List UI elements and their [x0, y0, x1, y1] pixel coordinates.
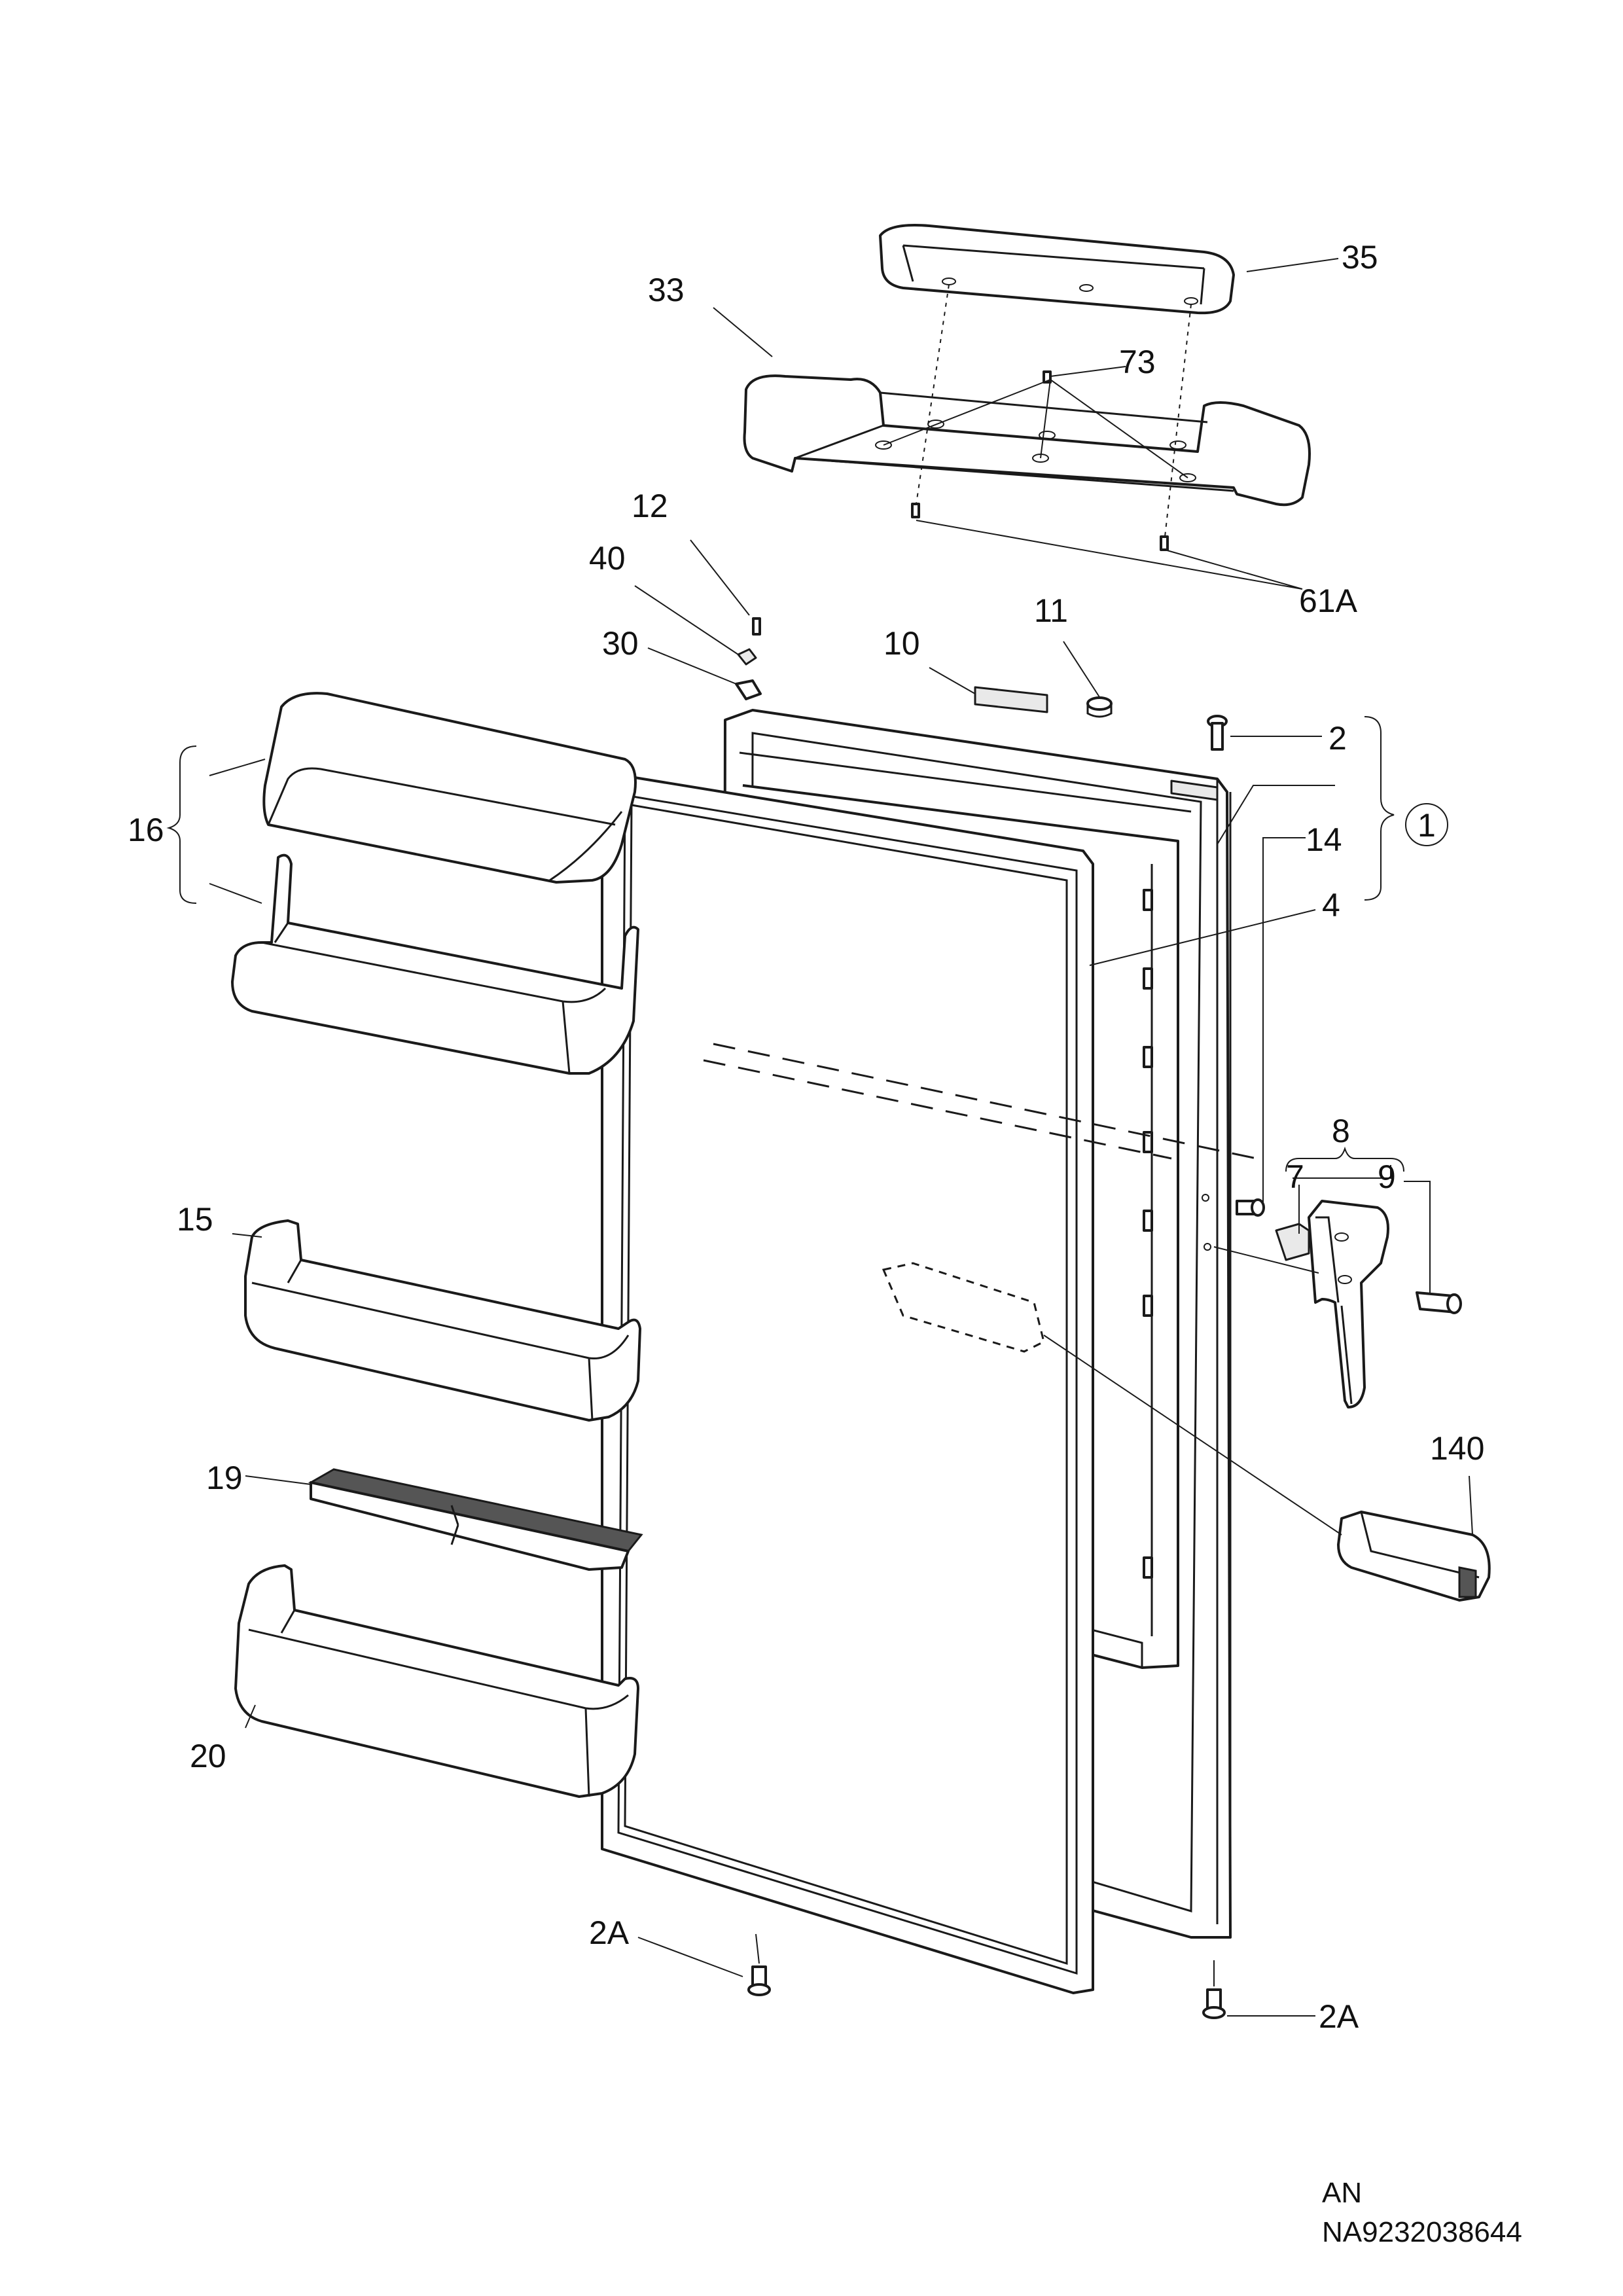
leader-lines [166, 258, 1473, 2017]
footer-line-1: AN [1322, 2177, 1362, 2209]
bracket-40 [737, 648, 757, 666]
screw-61a [911, 503, 1169, 551]
label-35: 35 [1342, 239, 1378, 276]
drawing-reference: AN NA9232038644 [1322, 2177, 1522, 2248]
label-11: 11 [1034, 592, 1068, 629]
dairy-compartment-16 [231, 692, 639, 1075]
bottle-rack-19 [308, 1468, 643, 1571]
label-12: 12 [632, 488, 668, 524]
screw-9 [1416, 1291, 1462, 1314]
door-gasket-4 [601, 776, 1094, 1994]
label-2: 2 [1329, 720, 1347, 757]
door-bin-15 [244, 1219, 641, 1422]
label-8: 8 [1332, 1113, 1350, 1149]
label-19: 19 [206, 1460, 243, 1496]
label-9: 9 [1378, 1158, 1396, 1195]
hinge-pin-2 [1207, 715, 1228, 751]
handle-cover-140 [1337, 1511, 1491, 1602]
top-cover-33 [743, 374, 1311, 507]
clip-7 [1275, 1223, 1310, 1261]
part-labels: 35 33 73 12 40 61A 30 10 11 2 16 1 14 4 … [128, 239, 1484, 2035]
label-30: 30 [602, 625, 639, 662]
plug-11 [1086, 696, 1113, 718]
label-16: 16 [128, 812, 164, 848]
label-20: 20 [190, 1738, 226, 1774]
label-1: 1 [1418, 807, 1436, 844]
label-40: 40 [589, 540, 626, 577]
hinge-30 [735, 679, 762, 700]
label-4: 4 [1322, 887, 1340, 924]
screw-73 [1043, 370, 1052, 384]
label-33: 33 [648, 272, 685, 308]
label-61a: 61A [1299, 583, 1358, 619]
label-7: 7 [1286, 1158, 1304, 1195]
label-15: 15 [177, 1201, 213, 1238]
screw-14 [1236, 1198, 1265, 1217]
label-73: 73 [1119, 344, 1156, 380]
top-handle-trim-35 [879, 224, 1235, 315]
bottom-bin-20 [234, 1564, 639, 1798]
handle-8 [1308, 1200, 1389, 1408]
hinge-pin-2a-right [1202, 1988, 1226, 2019]
screw-12 [752, 617, 761, 636]
label-2a-right: 2A [1319, 1998, 1359, 2035]
magnet-10 [974, 686, 1048, 713]
hinge-pin-2a-left [747, 1965, 771, 1996]
label-2a-left: 2A [589, 1914, 630, 1951]
footer-line-2: NA9232038644 [1322, 2216, 1522, 2248]
label-14: 14 [1306, 821, 1342, 858]
label-140: 140 [1430, 1430, 1484, 1467]
label-10: 10 [883, 625, 920, 662]
